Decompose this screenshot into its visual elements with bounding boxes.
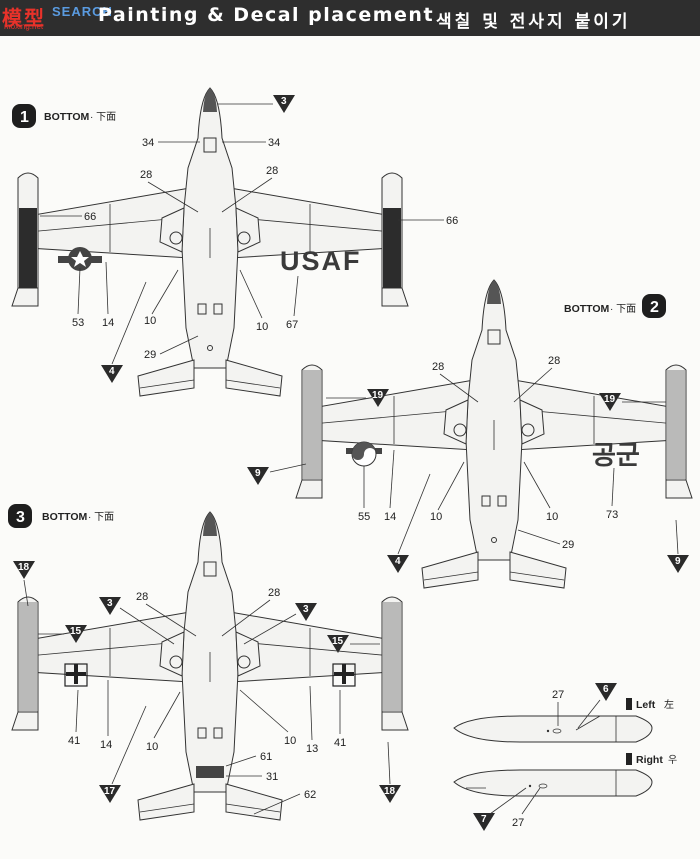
svg-text:29: 29 xyxy=(562,539,574,551)
view-3-badge: 3 xyxy=(8,504,32,528)
left-marker xyxy=(626,698,632,710)
view-1-label: BOTTOM xyxy=(44,111,90,123)
svg-text:3: 3 xyxy=(16,509,25,526)
svg-text:1: 1 xyxy=(20,109,29,126)
tank-right-view xyxy=(453,769,653,797)
svg-text:10: 10 xyxy=(146,741,158,753)
svg-text:28: 28 xyxy=(266,165,278,177)
svg-text:55: 55 xyxy=(358,511,370,523)
tip-tank-grey-right xyxy=(667,370,685,480)
iron-cross-left xyxy=(64,663,88,687)
tip-tank-band-right xyxy=(383,208,401,288)
right-marker xyxy=(626,753,632,765)
tip-tank-band-left xyxy=(19,208,37,288)
svg-text:28: 28 xyxy=(136,591,148,603)
svg-text:73: 73 xyxy=(606,509,618,521)
svg-text:10: 10 xyxy=(284,735,296,747)
view-1-sub: · 下面 xyxy=(90,112,116,123)
svg-text:41: 41 xyxy=(68,735,80,747)
svg-text:19: 19 xyxy=(372,390,384,401)
svg-text:4: 4 xyxy=(109,366,115,377)
aircraft-view-2 xyxy=(295,279,693,589)
svg-text:19: 19 xyxy=(604,394,616,405)
svg-text:18: 18 xyxy=(384,786,396,797)
svg-text:27: 27 xyxy=(512,817,524,829)
svg-text:3: 3 xyxy=(303,604,309,615)
roka-marking: 공군 xyxy=(592,441,640,471)
watermark-logo: 模型 SEARCH moxing.net xyxy=(2,2,112,32)
usaf-marking: USAF xyxy=(280,246,362,276)
svg-text:9: 9 xyxy=(675,556,681,567)
header-bar: 模型 SEARCH moxing.net Painting & Decal pl… xyxy=(0,0,700,36)
svg-text:10: 10 xyxy=(144,315,156,327)
svg-text:53: 53 xyxy=(72,317,84,329)
logo-url: moxing.net xyxy=(4,22,44,31)
svg-text:3: 3 xyxy=(281,96,287,107)
svg-text:34: 34 xyxy=(142,137,154,149)
svg-text:7: 7 xyxy=(481,814,487,825)
page-title: Painting & Decal placement xyxy=(98,4,435,26)
iron-cross-right xyxy=(332,663,356,687)
fuselage-band xyxy=(196,766,224,778)
aircraft-view-1 xyxy=(11,87,409,397)
svg-text:10: 10 xyxy=(546,511,558,523)
svg-text:66: 66 xyxy=(84,211,96,223)
svg-text:18: 18 xyxy=(18,562,30,573)
svg-text:14: 14 xyxy=(384,511,396,523)
view-2-sub: · 下面 xyxy=(610,304,636,315)
logo-search-text: SEARCH xyxy=(52,4,113,19)
tip-tank-grey-left xyxy=(19,602,37,712)
svg-text:15: 15 xyxy=(70,626,82,637)
svg-text:6: 6 xyxy=(603,684,609,695)
view-3-callouts: 18 3 28 28 3 15 15 41 14 10 10 13 41 61 … xyxy=(13,561,401,815)
svg-text:2: 2 xyxy=(650,299,659,316)
svg-text:34: 34 xyxy=(268,137,280,149)
svg-text:4: 4 xyxy=(395,556,401,567)
tank-left-sub: 左 xyxy=(664,698,674,711)
svg-text:14: 14 xyxy=(100,739,112,751)
svg-text:41: 41 xyxy=(334,737,346,749)
svg-text:10: 10 xyxy=(430,511,442,523)
tank-left-label: Left xyxy=(636,699,656,711)
usaf-star-insignia xyxy=(58,247,102,271)
tank-right-sub: 우 xyxy=(668,754,677,766)
tip-tank-grey-right xyxy=(383,602,401,712)
svg-text:3: 3 xyxy=(107,598,113,609)
svg-text:62: 62 xyxy=(304,789,316,801)
aircraft-view-3 xyxy=(11,511,409,821)
view-1-badge: 1 xyxy=(12,104,36,128)
svg-text:17: 17 xyxy=(104,786,116,797)
view-2-label: BOTTOM xyxy=(564,303,610,315)
page-subtitle: 색칠 및 전사지 붙이기 xyxy=(436,12,631,32)
svg-text:28: 28 xyxy=(268,587,280,599)
view-2-callouts: 28 28 19 19 9 55 14 10 10 73 29 4 9 xyxy=(247,355,689,573)
svg-text:15: 15 xyxy=(332,636,344,647)
roka-roundel xyxy=(346,441,382,467)
view-3-sub: · 下面 xyxy=(88,512,114,523)
svg-text:28: 28 xyxy=(432,361,444,373)
view-2-badge: 2 xyxy=(642,294,666,318)
svg-text:14: 14 xyxy=(102,317,114,329)
svg-text:9: 9 xyxy=(255,468,261,479)
tank-callouts: 27 6 7 27 xyxy=(473,683,617,831)
svg-text:10: 10 xyxy=(256,321,268,333)
view-3-label: BOTTOM xyxy=(42,511,88,523)
tank-right-label: Right xyxy=(636,754,663,766)
svg-text:67: 67 xyxy=(286,319,298,331)
svg-text:28: 28 xyxy=(548,355,560,367)
svg-text:61: 61 xyxy=(260,751,272,763)
svg-text:13: 13 xyxy=(306,743,318,755)
logo-text: 模型 xyxy=(2,8,46,30)
tip-tank-grey-left xyxy=(303,370,321,480)
tank-left-view xyxy=(453,715,653,743)
svg-text:29: 29 xyxy=(144,349,156,361)
svg-text:66: 66 xyxy=(446,215,458,227)
view-1-callouts: 3 34 34 28 28 66 66 53 14 10 10 67 29 4 xyxy=(40,95,458,383)
svg-text:27: 27 xyxy=(552,689,564,701)
svg-text:28: 28 xyxy=(140,169,152,181)
svg-text:31: 31 xyxy=(266,771,278,783)
